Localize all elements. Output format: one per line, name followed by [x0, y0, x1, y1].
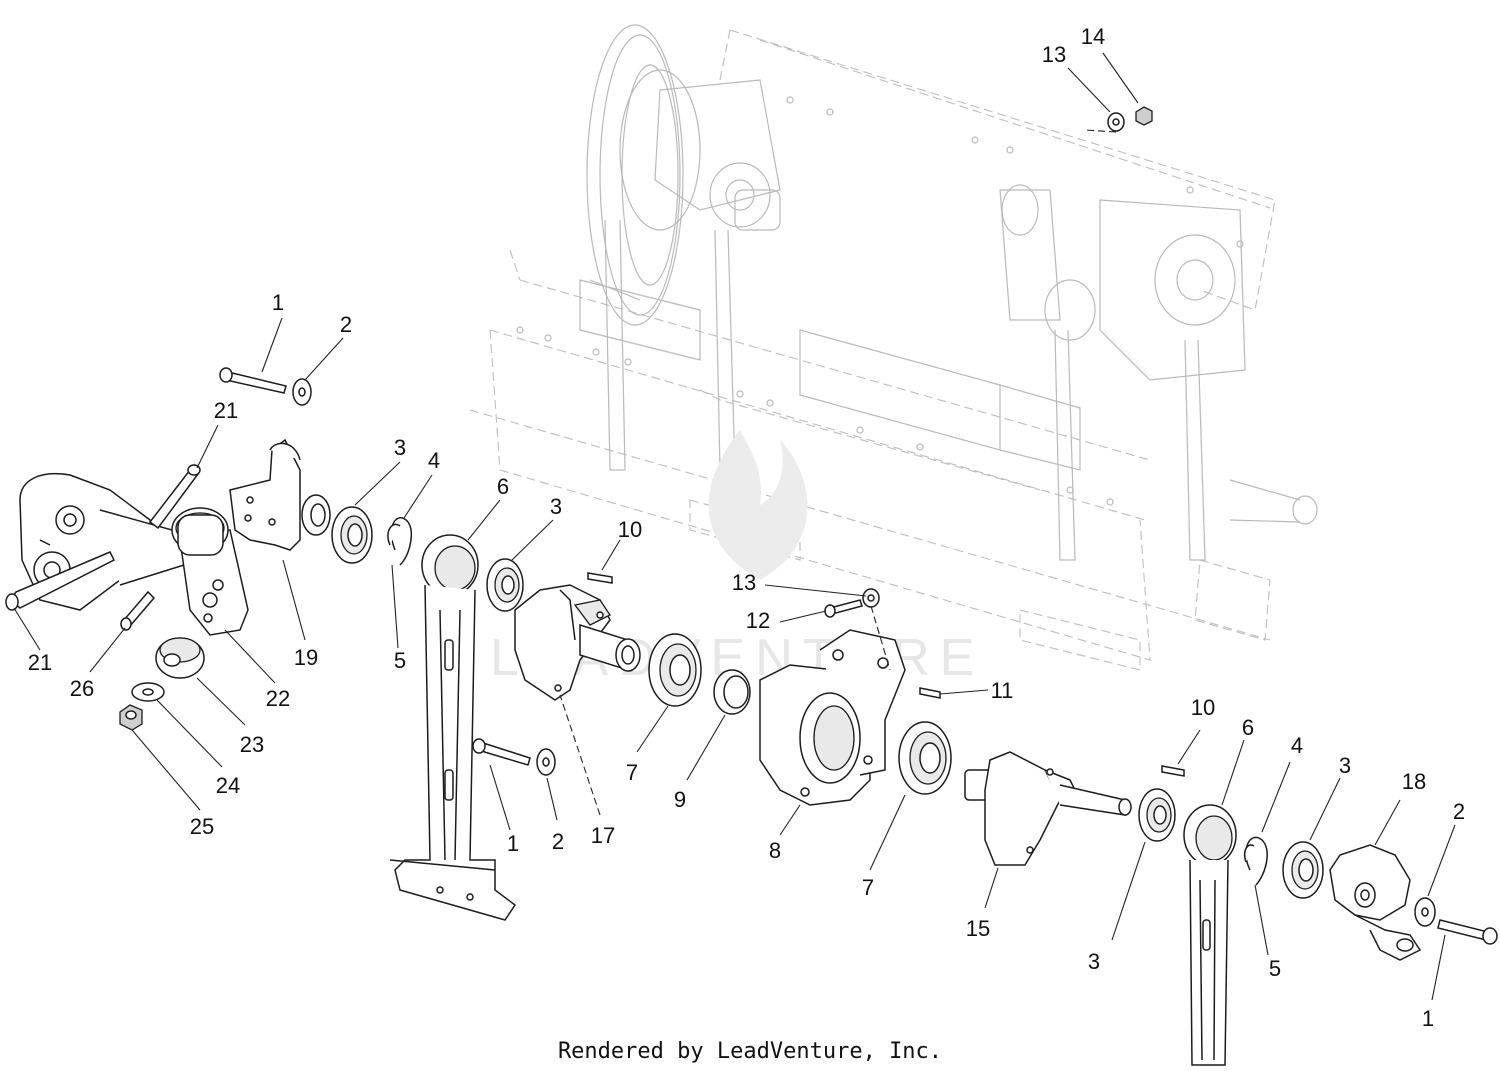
callout-label: 1	[507, 831, 519, 856]
bearing-7-right	[898, 721, 952, 795]
link-arm-right	[1183, 804, 1237, 1066]
spacer-23	[155, 637, 205, 679]
callout-label: 9	[674, 787, 686, 812]
washer-13-top	[1107, 112, 1125, 132]
callout-label: 26	[70, 676, 94, 701]
footer-credit: Rendered by LeadVenture, Inc.	[558, 1039, 942, 1064]
snap-ring-left	[387, 517, 412, 566]
callout-label: 6	[1242, 715, 1254, 740]
frame-holes	[516, 96, 1244, 506]
callout-label: 3	[550, 494, 562, 519]
callout-label: 22	[266, 686, 290, 711]
bearing-3-second	[486, 558, 524, 612]
bearing-7-left	[648, 633, 702, 707]
washer-2-right	[1414, 897, 1436, 927]
leader-lines	[13, 52, 1456, 1001]
bearing-housing-8	[759, 629, 906, 806]
callout-label: 11	[991, 678, 1014, 703]
bolt-21-lower	[5, 551, 116, 611]
bolt-1-right	[1437, 919, 1498, 945]
gear-case-15	[964, 751, 1132, 866]
callout-label: 4	[428, 448, 440, 473]
callout-label: 3	[1088, 949, 1100, 974]
idler-arm	[171, 507, 249, 636]
callout-label: 25	[190, 814, 214, 839]
callout-label: 17	[591, 823, 615, 848]
callout-label: 19	[294, 645, 318, 670]
callout-label: 3	[394, 435, 406, 460]
shaft-tube	[579, 623, 641, 672]
callout-labels: 1 2 21 21 3 4 6 3 10 13 12 11 19 5 26 22…	[28, 24, 1465, 1031]
callout-label: 14	[1081, 24, 1105, 49]
nut-25	[119, 704, 143, 731]
callout-label: 5	[394, 648, 406, 673]
callout-label: 13	[732, 570, 756, 595]
bearing-3-left	[331, 506, 373, 564]
callout-label: 2	[1453, 799, 1465, 824]
callout-label: 7	[862, 875, 874, 900]
callout-label: 21	[28, 650, 52, 675]
callout-label: 3	[1339, 753, 1351, 778]
callout-label: 23	[240, 732, 264, 757]
callout-label: 1	[1422, 1006, 1434, 1031]
spacer-9	[713, 669, 751, 715]
callout-label: 2	[340, 312, 352, 337]
callout-label: 8	[769, 838, 781, 863]
link-arm-left	[389, 534, 517, 921]
background-frame-assembly	[469, 24, 1318, 671]
snap-ring-right	[1243, 836, 1268, 886]
callout-label: 12	[746, 608, 770, 633]
gear-case-17	[514, 584, 611, 701]
bolt-1-mid	[472, 738, 531, 766]
washer-2-top	[292, 378, 312, 406]
callout-label: 18	[1402, 769, 1426, 794]
callout-label: 13	[1042, 42, 1066, 67]
key-10-left	[587, 572, 613, 584]
washer-13-mid	[862, 588, 880, 608]
callout-label: 4	[1291, 733, 1303, 758]
pin-11	[919, 687, 941, 699]
pivot-bracket	[229, 438, 331, 551]
key-10-right	[1161, 765, 1185, 777]
bolt-26	[120, 590, 156, 631]
washer-24	[131, 682, 165, 702]
callout-label: 1	[272, 290, 284, 315]
callout-label: 7	[626, 760, 638, 785]
callout-label: 24	[216, 773, 240, 798]
bolt-1-top	[219, 367, 287, 394]
bolt-12	[824, 599, 863, 618]
callout-label: 5	[1269, 956, 1281, 981]
callout-label: 15	[966, 916, 990, 941]
callout-label: 2	[552, 829, 564, 854]
nut-14-top	[1135, 106, 1153, 126]
bearing-3-right-b	[1282, 841, 1324, 899]
callout-label: 6	[497, 474, 509, 499]
washer-2-mid	[536, 748, 556, 776]
callout-label: 10	[1191, 695, 1215, 720]
bearing-3-right-a	[1138, 788, 1176, 842]
bracket-18	[1329, 844, 1422, 961]
callout-label: 21	[214, 398, 238, 423]
callout-label: 10	[618, 517, 642, 542]
